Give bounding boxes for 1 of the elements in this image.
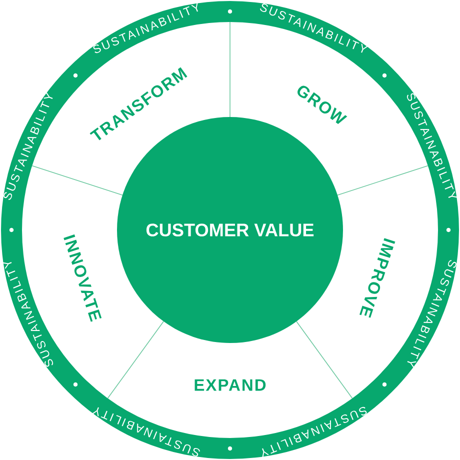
- segment-label: EXPAND: [194, 379, 266, 391]
